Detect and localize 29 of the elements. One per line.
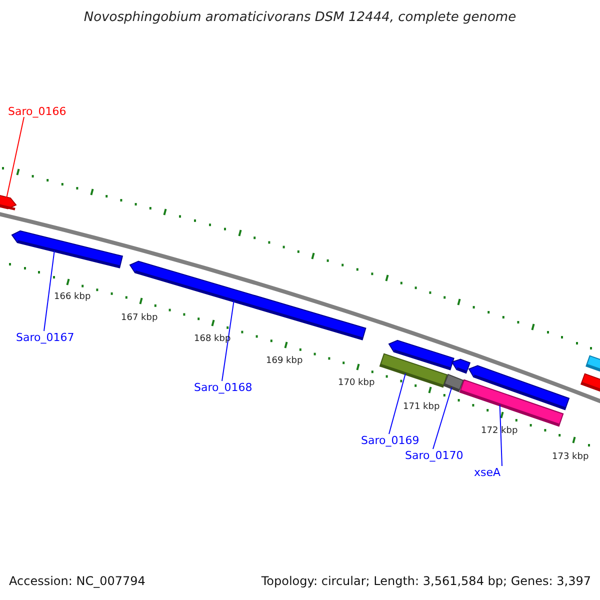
gene-block (11, 230, 124, 268)
title: Novosphingobium aromaticivorans DSM 12444, complete genome (82, 11, 518, 24)
gene-label: Saro_0170 (405, 450, 464, 461)
footer-text: Topology: circular; Length: 3,561,584 bp; Genes: 3,397 (261, 575, 591, 587)
gene-label: Saro_0169 (361, 435, 420, 446)
leader-line (222, 300, 234, 382)
gene-block (388, 340, 454, 370)
gene-label: xseA (474, 467, 501, 478)
scale-label: 172 kbp (481, 427, 518, 436)
gene-block (586, 355, 600, 373)
scale-label: 167 kbp (121, 314, 158, 323)
leader-line (6, 116, 24, 199)
gene-block (451, 358, 471, 374)
scale-label: 171 kbp (403, 403, 440, 412)
leader-line (44, 250, 55, 332)
gene-label: Saro_0168 (194, 382, 252, 393)
leader-line (388, 373, 406, 434)
scale-label: 166 kbp (54, 293, 91, 302)
gene-block (580, 373, 600, 393)
gene-block (468, 365, 570, 410)
gene-label: Saro_0167 (16, 332, 74, 343)
scale-label: 169 kbp (266, 357, 303, 366)
gene-block (0, 194, 17, 210)
scale-label: 173 kbp (552, 453, 589, 462)
leader-line (499, 404, 502, 466)
gene-label: Saro_0166 (8, 106, 66, 117)
scale-label: 170 kbp (338, 379, 375, 388)
footer-text: Accession: NC_007794 (9, 575, 146, 587)
leader-line (432, 387, 452, 450)
